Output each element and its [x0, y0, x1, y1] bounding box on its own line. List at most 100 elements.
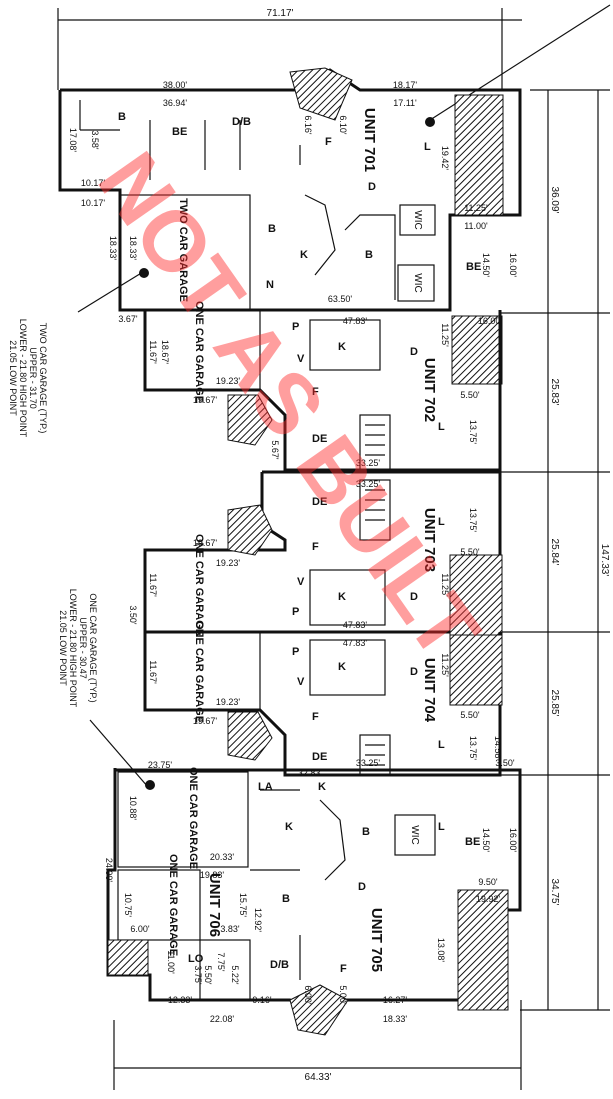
- dim-label: 47.83': [343, 638, 368, 648]
- note-one-car-3: LOWER - 21.80 HIGH POINT: [68, 589, 78, 708]
- dim-label: 14.50': [481, 253, 491, 278]
- dim-label: 15.75': [238, 893, 248, 918]
- room-label: F: [325, 136, 332, 148]
- bay-hatch: [289, 984, 349, 1036]
- unit-705: [106, 768, 522, 1036]
- dim-label: 33.25': [356, 479, 381, 489]
- note-two-car-4: 21.05 LOW POINT: [8, 340, 18, 416]
- room-label: DE: [312, 496, 327, 508]
- room-label: V: [297, 353, 305, 365]
- dim-label: 5.22': [230, 965, 240, 985]
- room-label: K: [338, 591, 346, 603]
- dim-label: 17.11': [393, 98, 417, 108]
- note-two-car-1: TWO CAR GARAGE (TYP.): [38, 323, 48, 434]
- dim-label: 11.67': [148, 660, 158, 684]
- dim-top-overall: 71.17': [267, 8, 294, 19]
- dim-label: 9.16': [252, 995, 272, 1005]
- dim-label: 13.75': [468, 420, 478, 445]
- bay-hatch: [227, 711, 273, 761]
- dim-label: 18.17': [393, 80, 418, 90]
- room-label: BE: [466, 261, 481, 273]
- patio-hatch: [449, 634, 503, 706]
- dim-label: 6.00': [303, 985, 313, 1005]
- dim-label: 33.25': [356, 758, 381, 768]
- room-label: D: [358, 881, 366, 893]
- room-label: N: [266, 279, 274, 291]
- dim-label: 11.25': [440, 653, 450, 677]
- dim-label: 5.00': [338, 985, 348, 1005]
- garage-marker: [145, 780, 155, 790]
- bay-hatch: [227, 394, 273, 446]
- dim-label: 19.23': [216, 697, 241, 707]
- patio-hatch: [107, 939, 149, 976]
- dim-label: 63.50': [328, 294, 353, 304]
- dim-label: 11.25': [440, 573, 450, 597]
- dim-label: 36.94': [163, 98, 188, 108]
- room-label: BE: [172, 126, 187, 138]
- unit-marker: [425, 117, 435, 127]
- dim-label: 3.58': [90, 130, 100, 150]
- dim-label: 22.08': [210, 1014, 235, 1024]
- dim-label: 19.67': [193, 538, 218, 548]
- dim-right-704: 25.85': [549, 690, 560, 717]
- room-label: P: [292, 321, 299, 333]
- note-one-car-4: 21.05 LOW POINT: [58, 610, 68, 686]
- dim-label: 10.17': [81, 198, 106, 208]
- room-label: V: [297, 576, 305, 588]
- dim-label: 9.50': [478, 877, 498, 887]
- dim-label: 16.27': [383, 995, 408, 1005]
- room-label: WIC: [412, 273, 423, 292]
- room-label: WIC: [412, 210, 423, 229]
- unit-703: [143, 470, 503, 636]
- dim-label: 11.00': [166, 950, 176, 974]
- garage-label: ONE CAR GARAGE: [167, 854, 179, 956]
- unit-701: [58, 67, 522, 385]
- dim-label: 47.83': [343, 620, 368, 630]
- room-label: D: [410, 346, 418, 358]
- room-label: L: [438, 421, 445, 433]
- bay-hatch: [289, 67, 353, 121]
- unit-label: UNIT 703: [421, 508, 438, 572]
- dim-label: 19.42': [440, 146, 450, 171]
- dim-label: 18.33': [383, 1014, 408, 1024]
- dim-label: 11.00': [464, 221, 488, 231]
- room-label: L: [438, 821, 445, 833]
- room-label: BE: [465, 836, 480, 848]
- dim-label: 19.83': [200, 870, 225, 880]
- dim-label: 12.92': [253, 908, 263, 933]
- room-label: P: [292, 606, 299, 618]
- garage-marker: [139, 268, 149, 278]
- unit-label: UNIT 706: [206, 873, 223, 937]
- dim-label: 18.33': [108, 236, 118, 261]
- dim-label: 6.10': [338, 115, 348, 135]
- room-label: K: [338, 341, 346, 353]
- dim-label: 18.67': [160, 340, 170, 365]
- dim-label: 5.50': [460, 710, 480, 720]
- patio-hatch: [451, 315, 503, 385]
- dim-bottom-overall: 64.33': [305, 1072, 332, 1083]
- dim-label: 47.83': [343, 316, 368, 326]
- room-label: D/B: [270, 959, 289, 971]
- note-two-car-2: UPPER - 31.70: [28, 347, 38, 409]
- note-one-car-1: ONE CAR GARAGE (TYP.): [88, 593, 98, 702]
- room-label: F: [340, 963, 347, 975]
- dim-label: 5.50': [460, 547, 480, 557]
- room-label: B: [362, 826, 370, 838]
- dim-label: 11.25': [464, 203, 488, 213]
- dim-label: 3.67': [118, 314, 138, 324]
- dim-label: 14.50': [481, 828, 491, 853]
- dim-right-702: 25.83': [549, 379, 560, 406]
- garage-label: ONE CAR GARAGE: [193, 534, 205, 636]
- unit-label: UNIT 702: [421, 358, 438, 422]
- room-label: B: [118, 111, 126, 123]
- room-label: K: [285, 821, 293, 833]
- dim-label: 23.75': [148, 760, 173, 770]
- room-label: D: [368, 181, 376, 193]
- dim-label: 32.83': [298, 768, 323, 778]
- room-label: D: [410, 666, 418, 678]
- dim-label: 6.16': [303, 115, 313, 135]
- room-label: F: [312, 541, 319, 553]
- room-label: K: [300, 249, 308, 261]
- dim-label: 19.67': [193, 395, 218, 405]
- garage-label: ONE CAR GARAGE: [193, 301, 205, 403]
